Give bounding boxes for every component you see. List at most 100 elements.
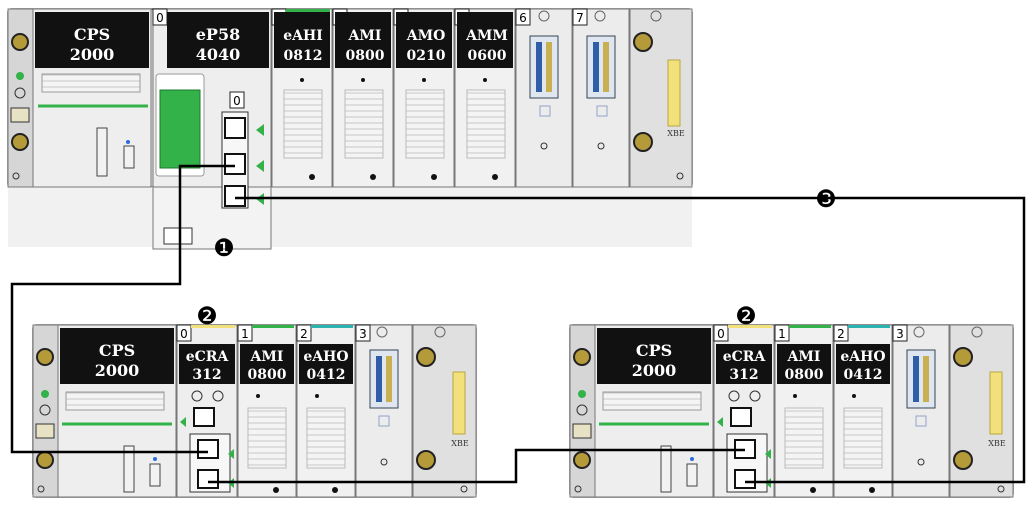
terminal-screw-icon (36, 348, 54, 366)
adapter-name: eCRA (186, 349, 230, 365)
remote-right-io-eaho: 2 eAHO 0412 (833, 324, 893, 498)
ethernet-cables (10, 164, 1026, 484)
terminal-screw-icon (11, 33, 29, 51)
slot-number: 7 (576, 11, 584, 25)
slot-number: 2 (300, 327, 308, 341)
ethernet-port-icon (197, 439, 219, 459)
callout-3: ❸ (815, 185, 837, 213)
remote-right-adapter-ecra: 0 eCRA 312 (713, 324, 775, 498)
terminal-screw-icon (953, 347, 973, 367)
main-rack-right-end: XBE (629, 8, 693, 188)
io-module-eahi-0812: 2 eAHI 0812 (271, 8, 333, 188)
module-model: 0800 (785, 367, 824, 383)
power-supply-model: 2000 (632, 361, 677, 380)
terminal-screw-icon (633, 32, 653, 52)
ground-symbol-icon (39, 404, 51, 416)
remote-rack-left: CPS 2000 0 eCRA 312 (32, 324, 477, 498)
power-supply-name: CPS (74, 25, 110, 44)
ethernet-port-icon (730, 407, 752, 427)
remote-left-io-eaho: 2 eAHO 0412 (296, 324, 356, 498)
terminal-screw-icon (416, 347, 436, 367)
rotary-switch-icon (728, 390, 740, 402)
remote-left-empty-slot-3: 3 (355, 324, 413, 498)
port-status-arrow (256, 160, 264, 172)
ground-symbol-icon (14, 87, 26, 99)
slot-number: 0 (180, 327, 188, 341)
rotary-switch-icon (749, 390, 761, 402)
power-supply-name: CPS (99, 341, 135, 360)
remote-left-right-end: XBE (412, 324, 477, 498)
cable-cpu-to-left-remote (10, 164, 235, 454)
power-supply-terminals (41, 73, 141, 93)
io-module-amo-0210: 4 AMO 0210 (393, 8, 455, 188)
power-supply-label-plate (35, 12, 149, 68)
main-power-supply: CPS 2000 (32, 8, 152, 188)
module-model: 0210 (407, 48, 446, 64)
module-name: eAHI (283, 28, 323, 44)
slot-number: 3 (359, 327, 367, 341)
module-name: AMO (406, 28, 446, 44)
rotary-switch-icon (212, 390, 224, 402)
terminal-screw-icon (633, 132, 653, 152)
slot-number-0: 0 (156, 11, 164, 25)
slot-number: 1 (778, 327, 786, 341)
slot-number: 2 (837, 327, 845, 341)
ethernet-port-icon (224, 185, 246, 207)
slot-number: 1 (241, 327, 249, 341)
terminal-screw-icon (573, 348, 591, 366)
power-supply-connector (96, 127, 108, 177)
ground-symbol-icon (576, 404, 588, 416)
terminal-screw-icon (35, 423, 55, 439)
module-model: 0800 (248, 367, 287, 383)
callout-1: ❶ (213, 234, 235, 262)
empty-slot-7: 7 (572, 8, 630, 188)
module-model: 0600 (468, 48, 507, 64)
mount-hole (12, 172, 20, 180)
empty-slot-6: 6 (515, 8, 573, 188)
terminal-screw-icon (573, 451, 591, 469)
remote-rack-right: CPS 2000 0 eCRA 312 (569, 324, 1014, 498)
terminal-screw-icon (10, 107, 30, 123)
adapter-model: 312 (192, 367, 221, 383)
module-name: AMI (787, 349, 821, 365)
cpu-label-plate (167, 12, 269, 68)
cable-cpu-to-right-remote-ring (235, 196, 1026, 484)
cpu-port-label (229, 91, 245, 109)
ethernet-port-icon (224, 153, 246, 175)
ethernet-port-icon (197, 469, 219, 489)
port-status-arrow (256, 124, 264, 136)
remote-left-power-supply: CPS 2000 (57, 324, 177, 498)
ethernet-port-icon (734, 469, 756, 489)
ethernet-port-icon (193, 407, 215, 427)
ethernet-port-icon (224, 117, 246, 139)
main-cpu-module: 0 eP58 4040 0 (152, 8, 272, 250)
slot-number: 6 (519, 11, 527, 25)
main-rack: CPS 2000 0 eP58 4040 0 (7, 8, 693, 250)
rotary-switch-icon (191, 390, 203, 402)
terminal-screw-icon (953, 450, 973, 470)
module-model: 0812 (284, 48, 323, 64)
cpu-model: 4040 (196, 45, 241, 64)
io-module-amm-0600: 5 AMM 0600 (454, 8, 516, 188)
module-model: 0412 (844, 367, 883, 383)
remote-right-right-end: XBE (949, 324, 1014, 498)
xbe-label: XBE (667, 129, 685, 138)
power-supply-model: 2000 (70, 45, 115, 64)
terminal-screw-icon (416, 450, 436, 470)
adapter-name: eCRA (723, 349, 767, 365)
callout-2-left: ❷ (196, 302, 218, 330)
remote-left-adapter-ecra: 0 eCRA 312 (176, 324, 238, 498)
module-name: eAHO (840, 349, 885, 365)
power-supply-name: CPS (636, 341, 672, 360)
module-name: AMI (250, 349, 284, 365)
slot-number: 0 (717, 327, 725, 341)
xbe-label: XBE (988, 439, 1006, 448)
adapter-model: 312 (729, 367, 758, 383)
callouts: ❶ ❷ ❷ ❸ (196, 185, 837, 330)
module-name: eAHO (303, 349, 348, 365)
power-supply-connector-small (123, 145, 135, 169)
module-name: AMM (465, 28, 508, 44)
cable-left-remote-to-right-remote (208, 448, 745, 484)
main-io-modules: 2 eAHI 0812 3 AMI 0800 (271, 8, 693, 188)
